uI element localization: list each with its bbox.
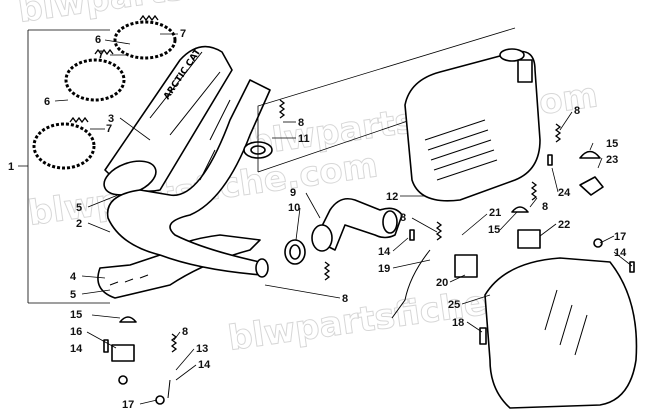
- callout-7: 7: [106, 123, 112, 135]
- callout-17: 17: [122, 399, 134, 411]
- callout-13: 13: [196, 343, 208, 355]
- callout-19: 19: [378, 263, 390, 275]
- callout-8: 8: [542, 201, 548, 213]
- callout-18: 18: [452, 317, 464, 329]
- item-1-bracket: [18, 29, 110, 304]
- callout-11: 11: [298, 133, 310, 145]
- callout-1: 1: [8, 161, 14, 173]
- callout-16: 16: [70, 326, 82, 338]
- callout-14: 14: [198, 359, 211, 371]
- callout-8: 8: [574, 105, 580, 117]
- callout-15: 15: [488, 224, 500, 236]
- clamp-ring-bottom: [32, 116, 96, 170]
- callout-15: 15: [606, 138, 618, 150]
- callout-7: 7: [180, 28, 186, 40]
- gasket-ring: [284, 239, 306, 265]
- hardware-group: [103, 150, 635, 405]
- callout-3: 3: [108, 113, 114, 125]
- callout-15: 15: [70, 309, 82, 321]
- tail-heat-shield: [484, 257, 638, 409]
- callout-9: 9: [290, 187, 296, 199]
- callout-12: 12: [386, 191, 398, 203]
- callout-24: 24: [558, 187, 571, 199]
- callout-20: 20: [436, 277, 448, 289]
- callout-2: 2: [76, 218, 82, 230]
- callout-6: 6: [95, 34, 101, 46]
- callout-4: 4: [70, 271, 77, 283]
- callouts: 1 7 6 7 6 3 7 8 11 5 2 9 10 4 5 8 15 16 …: [8, 28, 627, 411]
- callout-7: 7: [98, 49, 104, 61]
- exhaust-pipe: [106, 79, 271, 278]
- callout-14: 14: [70, 343, 83, 355]
- callout-14: 14: [378, 246, 391, 258]
- callout-8: 8: [400, 212, 406, 224]
- muffler: ARCTIC CAT: [103, 45, 233, 196]
- silencer-box: [404, 48, 541, 202]
- leader-lines: [54, 33, 633, 405]
- callout-5: 5: [76, 202, 82, 214]
- callout-8: 8: [342, 293, 348, 305]
- clamp-ring-top: [113, 14, 177, 60]
- clamp-ring-middle: [64, 48, 126, 102]
- callout-8: 8: [298, 117, 304, 129]
- callout-5: 5: [70, 289, 76, 301]
- callout-23: 23: [606, 154, 618, 166]
- exhaust-manifold: [311, 197, 403, 252]
- callout-25: 25: [448, 299, 460, 311]
- callout-22: 22: [558, 219, 570, 231]
- watermark-1: blwpartsfiche.com: [16, 0, 371, 31]
- callout-17: 17: [614, 231, 626, 243]
- callout-8: 8: [182, 326, 188, 338]
- callout-21: 21: [489, 207, 501, 219]
- callout-14: 14: [614, 247, 627, 259]
- callout-6: 6: [44, 96, 50, 108]
- callout-10: 10: [288, 202, 300, 214]
